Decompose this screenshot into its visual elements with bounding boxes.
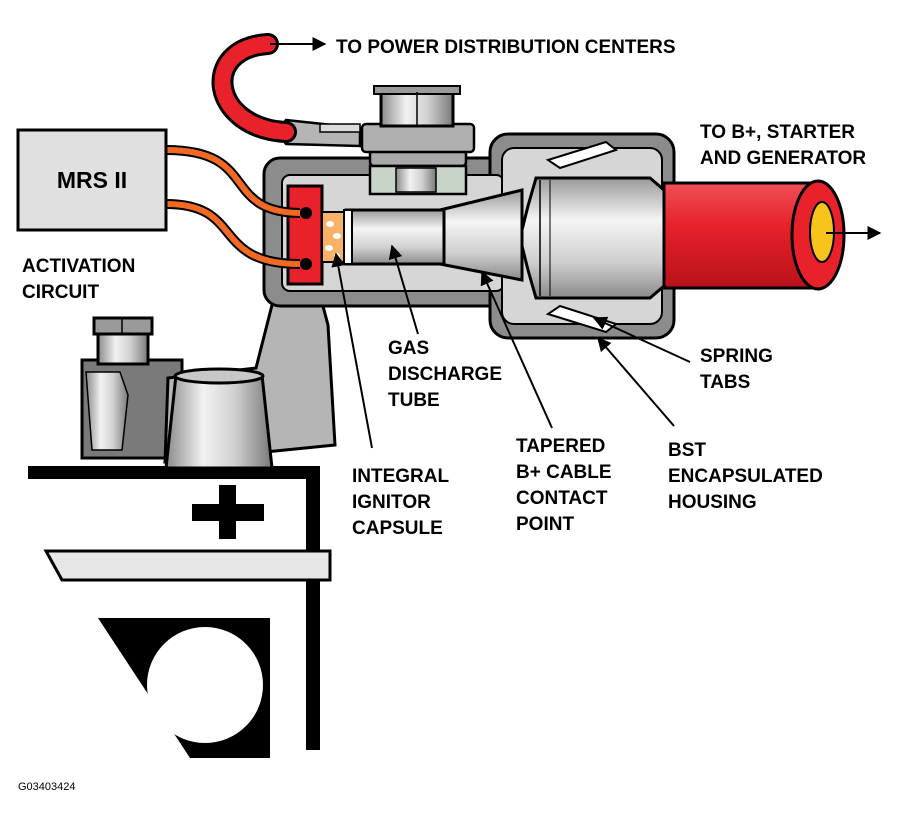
gas-label-line3: TUBE	[388, 390, 440, 411]
bst-label-line1: BST	[668, 440, 706, 461]
bst-label-line2: ENCAPSULATED	[668, 466, 823, 487]
gas-label-line1: GAS	[388, 338, 429, 359]
spring-label-line1: SPRING	[700, 346, 773, 367]
battery-case	[28, 466, 332, 750]
activation-connector	[286, 184, 324, 286]
starter-cable	[662, 179, 846, 291]
spring-tab-top	[545, 140, 619, 170]
mrs-module: MRS II	[16, 128, 168, 232]
integral-label-line3: CAPSULE	[352, 518, 443, 539]
starter-label-line1: TO B+, STARTER	[700, 122, 855, 143]
gas-label-line2: DISCHARGE	[388, 364, 502, 385]
top-bolt	[360, 85, 476, 196]
integral-label-line2: IGNITOR	[352, 492, 431, 513]
power-distribution-label: TO POWER DISTRIBUTION CENTERS	[336, 37, 676, 58]
figure-code: G03403424	[18, 781, 76, 793]
tapered-label-line1: TAPERED	[516, 436, 605, 457]
activation-wires	[165, 145, 301, 269]
mrs-label: MRS II	[57, 167, 127, 193]
ignitor-leader	[331, 252, 373, 449]
activation-label-line1: ACTIVATION	[22, 256, 135, 277]
starter-label-line2: AND GENERATOR	[700, 148, 866, 169]
spring-label-line2: TABS	[700, 372, 750, 393]
spring-tabs-leader	[592, 316, 691, 363]
tapered-leader	[480, 270, 553, 429]
housing-leader	[597, 336, 675, 427]
positive-terminal-symbol	[192, 485, 264, 539]
bst-label-line3: HOUSING	[668, 492, 757, 513]
tapered-label-line4: POINT	[516, 514, 574, 535]
activation-label-line2: CIRCUIT	[22, 282, 99, 303]
battery-bracket	[98, 618, 270, 758]
tapered-label-line2: B+ CABLE	[516, 462, 612, 483]
cable-connector	[518, 176, 666, 300]
integral-label-line1: INTEGRAL	[352, 466, 450, 487]
gas-tube-leader	[388, 244, 419, 335]
battery-post	[164, 367, 274, 470]
tapered-label-line3: CONTACT	[516, 488, 608, 509]
